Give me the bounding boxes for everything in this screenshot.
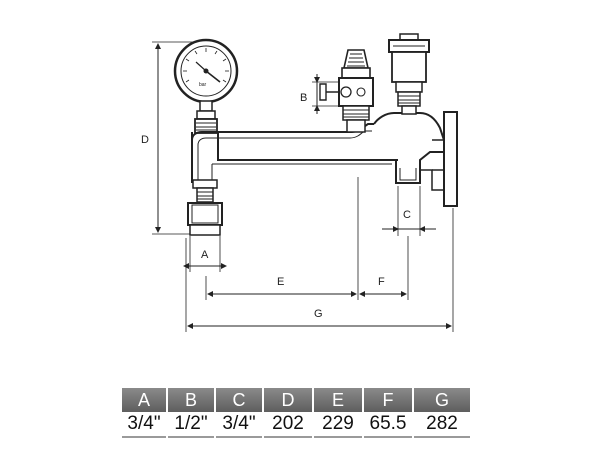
dimension-g: G xyxy=(185,208,454,332)
label-f: F xyxy=(378,276,385,288)
gauge-needle xyxy=(205,70,221,83)
spec-column-d: D 202 xyxy=(264,388,312,438)
spec-value: 229 xyxy=(314,412,362,438)
dimension-a: A xyxy=(183,236,227,272)
label-g: G xyxy=(314,308,323,320)
spec-value: 3/4" xyxy=(216,412,262,438)
spec-header: G xyxy=(414,388,470,412)
dimension-c: C xyxy=(382,186,436,236)
label-a: A xyxy=(201,249,209,261)
air-vent xyxy=(388,33,430,115)
flange xyxy=(420,111,458,207)
label-e: E xyxy=(277,276,284,288)
dimension-f: F xyxy=(359,236,409,300)
spec-column-g: G 282 xyxy=(414,388,470,438)
spec-header: A xyxy=(122,388,166,412)
label-c: C xyxy=(403,209,411,221)
spec-header: B xyxy=(168,388,214,412)
pressure-gauge: bar xyxy=(173,38,239,134)
dimension-b: B xyxy=(300,74,340,114)
dimension-e: E xyxy=(205,177,359,300)
spec-table: A 3/4" B 1/2" C 3/4" D 202 E 229 F 65.5 … xyxy=(122,388,470,438)
spec-header: E xyxy=(314,388,362,412)
spec-value: 282 xyxy=(414,412,470,438)
spec-column-a: A 3/4" xyxy=(122,388,166,438)
spec-value: 1/2" xyxy=(168,412,214,438)
spec-header: D xyxy=(264,388,312,412)
manifold-body xyxy=(191,112,445,184)
spec-header: C xyxy=(216,388,262,412)
spec-column-c: C 3/4" xyxy=(216,388,262,438)
spec-column-b: B 1/2" xyxy=(168,388,214,438)
dimension-d: D xyxy=(141,41,196,235)
spec-value: 65.5 xyxy=(364,412,412,438)
label-b: B xyxy=(300,92,307,104)
technical-drawing: bar xyxy=(141,33,458,332)
label-d: D xyxy=(141,134,149,146)
spec-value: 202 xyxy=(264,412,312,438)
gauge-dial-text: bar xyxy=(199,82,207,88)
lower-fitting xyxy=(187,179,223,236)
spec-column-e: E 229 xyxy=(314,388,362,438)
spec-value: 3/4" xyxy=(122,412,166,438)
safety-valve xyxy=(319,49,374,133)
spec-header: F xyxy=(364,388,412,412)
spec-column-f: F 65.5 xyxy=(364,388,412,438)
